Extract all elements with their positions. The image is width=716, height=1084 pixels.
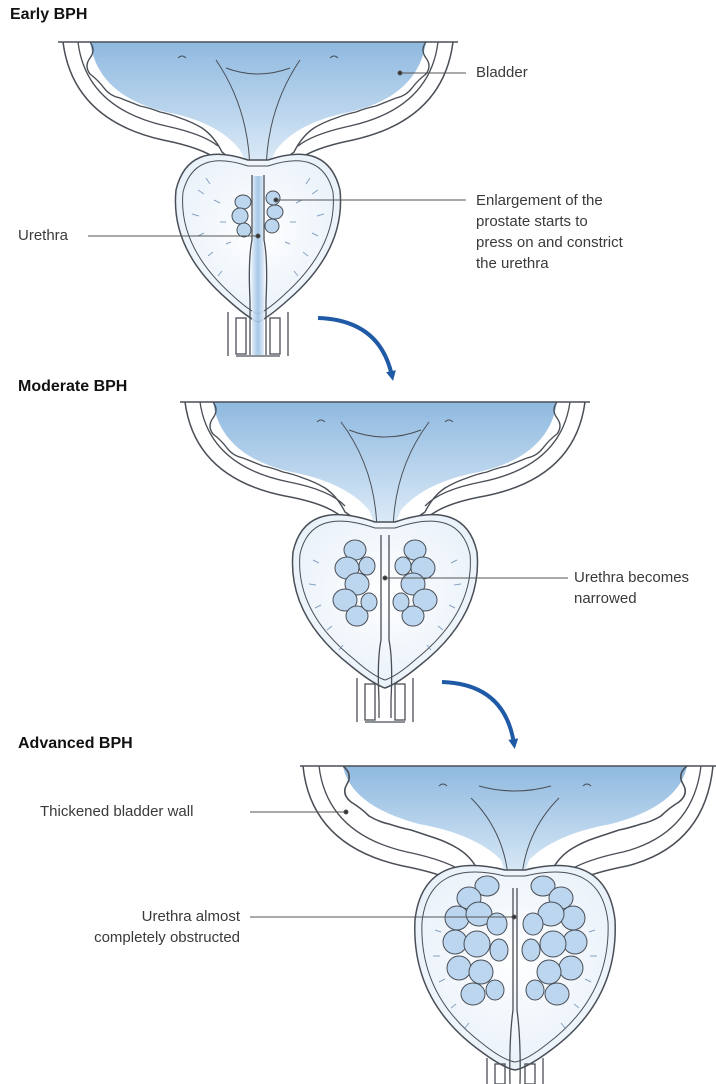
progression-arrow-2 [442, 682, 514, 744]
early-bph-illustration [58, 42, 458, 356]
label-enlargement: Enlargement of the prostate starts to pr… [476, 190, 623, 274]
moderate-bph-illustration [180, 402, 590, 722]
label-enlargement-line-2: prostate starts to [476, 211, 623, 232]
stage-title-advanced: Advanced BPH [18, 735, 133, 753]
label-urethra: Urethra [18, 225, 68, 246]
label-obstructed-line-1: Urethra almost [60, 906, 240, 927]
label-bladder: Bladder [476, 62, 528, 83]
stage-title-moderate: Moderate BPH [18, 378, 127, 396]
label-enlargement-line-4: the urethra [476, 253, 623, 274]
label-thickened-wall: Thickened bladder wall [40, 801, 193, 822]
label-obstructed: Urethra almost completely obstructed [60, 906, 240, 948]
label-enlargement-line-1: Enlargement of the [476, 190, 623, 211]
label-urethra-narrowed-line-2: narrowed [574, 588, 689, 609]
advanced-bph-illustration [300, 766, 716, 1084]
label-enlargement-line-3: press on and constrict [476, 232, 623, 253]
label-urethra-narrowed-line-1: Urethra becomes [574, 567, 689, 588]
stage-title-early: Early BPH [10, 6, 87, 24]
progression-arrow-1 [318, 318, 392, 376]
label-obstructed-line-2: completely obstructed [60, 927, 240, 948]
label-urethra-narrowed: Urethra becomes narrowed [574, 567, 689, 609]
